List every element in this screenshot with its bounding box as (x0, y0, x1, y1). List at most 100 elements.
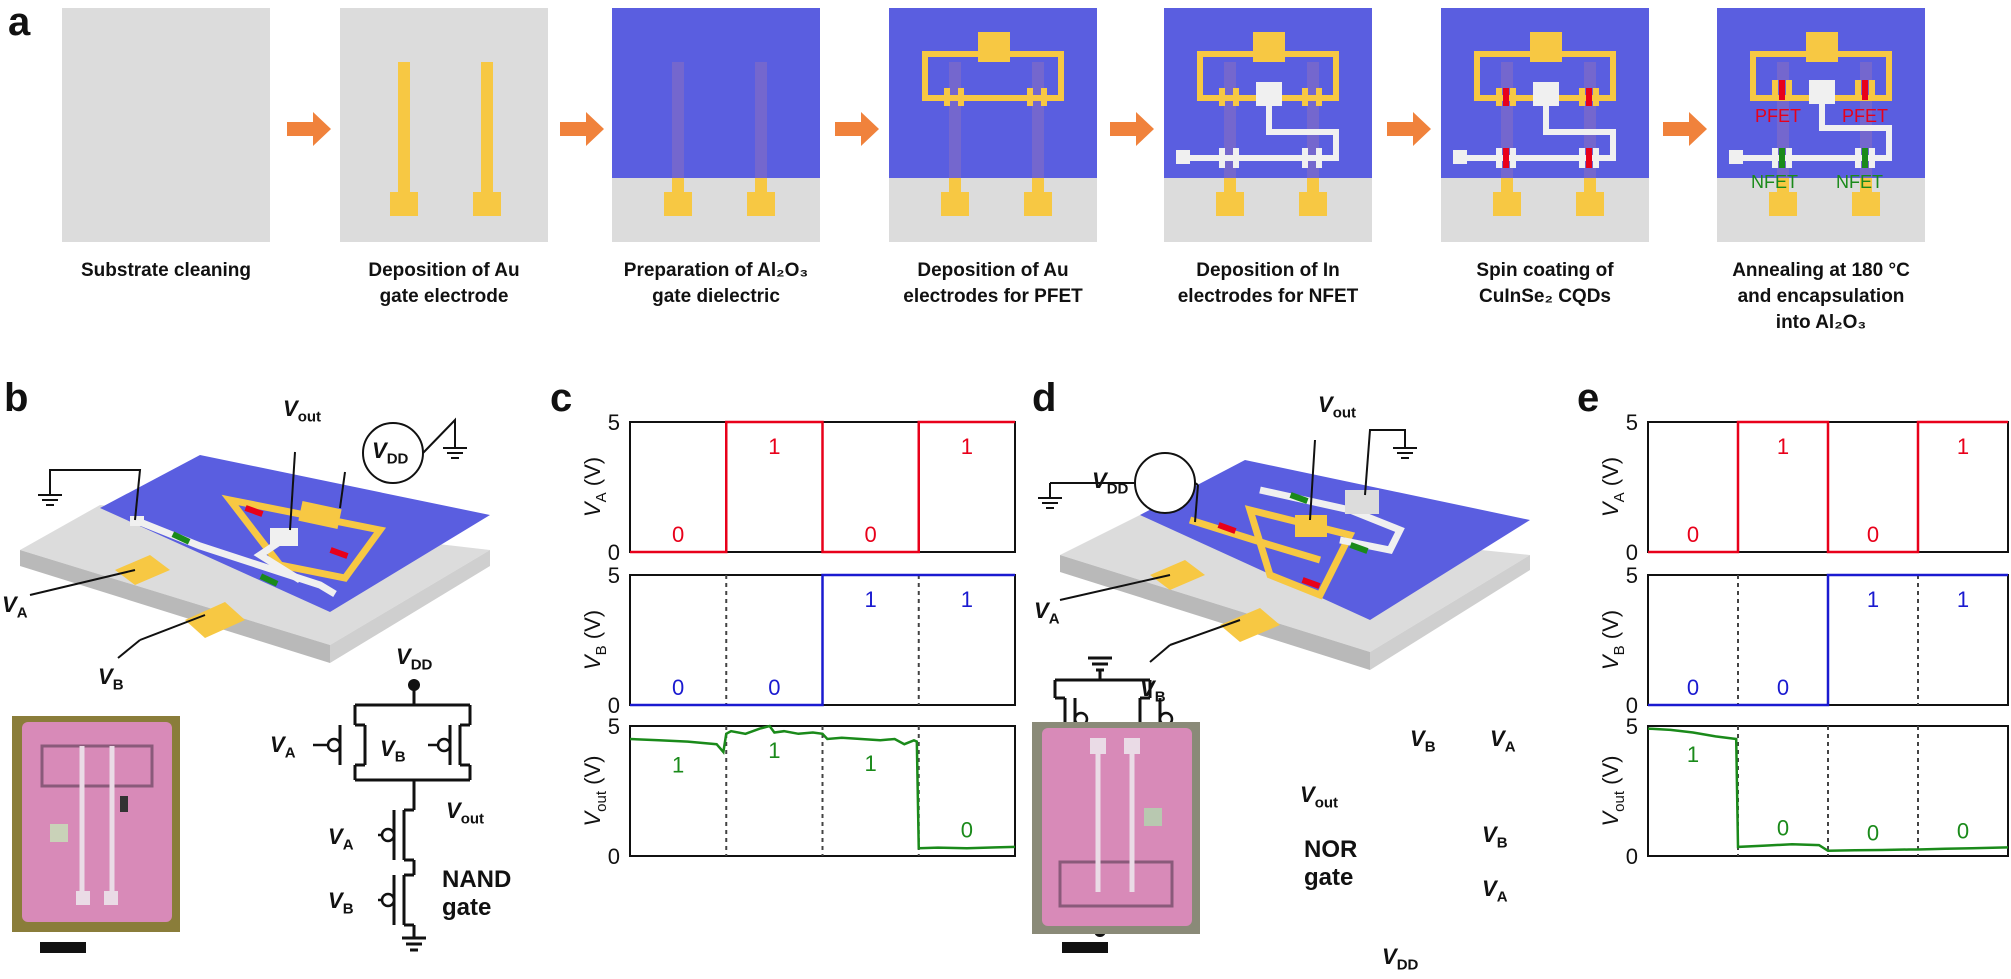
step-7-image (1717, 8, 1925, 242)
arrow-right-icon (1387, 112, 1431, 146)
arrow-right-icon (287, 112, 331, 146)
y-tick-label: 0 (608, 844, 620, 869)
series-line (1647, 727, 2009, 853)
panel-label-b: b (4, 376, 29, 420)
pfet-label-left: PFET (1755, 106, 1802, 126)
state-label: 0 (672, 675, 684, 700)
y-tick-label: 5 (1626, 410, 1638, 435)
panel-label-d: d (1032, 376, 1057, 420)
nor-va-pad-label: VA (1034, 598, 1060, 628)
state-label: 1 (768, 434, 780, 459)
nand-vb-pad-label: VB (98, 664, 124, 694)
step-5-image (1164, 8, 1372, 242)
state-label: 0 (865, 522, 877, 547)
nand-vdd-label: VDD (396, 644, 433, 674)
nor-va-lower-label: VA (1482, 876, 1508, 906)
nor-va-upper-label: VA (1490, 726, 1516, 756)
arrow-right-icon (835, 112, 879, 146)
state-label: 0 (768, 675, 780, 700)
state-label: 0 (1867, 522, 1879, 547)
panel-label-c: c (550, 376, 573, 420)
state-label: 1 (1867, 587, 1879, 612)
pfet-label-right: PFET (1842, 106, 1889, 126)
state-label: 1 (1687, 742, 1699, 767)
state-label: 1 (1957, 434, 1969, 459)
y-tick-label: 0 (608, 693, 620, 718)
state-label: 0 (1957, 819, 1969, 844)
state-label: 0 (1687, 522, 1699, 547)
y-axis-label: VB (V) (1598, 610, 1628, 670)
nand-va-pad-label: VA (2, 592, 28, 622)
nand-vb-input-label: VB (380, 736, 406, 766)
y-tick-label: 0 (1626, 540, 1638, 565)
state-label: 1 (961, 587, 973, 612)
state-label: 1 (768, 738, 780, 763)
state-label: 1 (672, 752, 684, 777)
nor-vb-lower-label: VB (1482, 822, 1508, 852)
nor-chip-photo (1032, 722, 1200, 934)
step-2-image (340, 8, 548, 242)
nor-vout-node-label: Vout (1300, 782, 1339, 812)
series-line (1648, 420, 2008, 554)
y-tick-label: 0 (608, 540, 620, 565)
step-1-caption: Substrate cleaning (81, 260, 251, 281)
nand-chip-photo (12, 716, 180, 932)
nand-vout-label: Vout (283, 396, 322, 426)
series-line (630, 573, 1015, 707)
series-line (629, 724, 1016, 850)
y-tick-label: 5 (1626, 563, 1638, 588)
nfet-label-left: NFET (1751, 172, 1798, 192)
subplot-2: 0 5 VB (V) 0 0 1 1 (580, 563, 1016, 718)
y-axis-label: Vout (V) (580, 756, 610, 827)
nfet-label-right: NFET (1836, 172, 1883, 192)
nor-vdd-label: VDD (1382, 944, 1419, 974)
state-label: 1 (865, 751, 877, 776)
y-axis-label: VA (V) (1598, 457, 1628, 517)
state-label: 1 (865, 587, 877, 612)
state-label: 0 (1867, 820, 1879, 845)
state-label: 0 (1777, 816, 1789, 841)
nand-vb-lower-label: VB (328, 888, 354, 918)
y-tick-label: 0 (1626, 693, 1638, 718)
y-tick-label: 5 (608, 714, 620, 739)
step-3-image (612, 8, 820, 242)
y-tick-label: 5 (1626, 714, 1638, 739)
arrow-right-icon (560, 112, 604, 146)
nor-vout-label: Vout (1318, 392, 1357, 422)
step-6-image (1441, 8, 1649, 242)
fabrication-steps-figure (62, 8, 1925, 242)
y-axis-label: VA (V) (580, 457, 610, 517)
subplot-2: 0 5 VB (V) 0 0 1 1 (1598, 563, 2009, 718)
y-axis-label: VB (V) (580, 610, 610, 670)
y-tick-label: 5 (608, 563, 620, 588)
nand-scale-bar (40, 942, 86, 953)
y-tick-label: 5 (608, 410, 620, 435)
arrow-right-icon (1110, 112, 1154, 146)
state-label: 0 (1777, 675, 1789, 700)
nand-vdd-bubble-label: VDD (372, 438, 409, 468)
panel-label-e: e (1577, 376, 1600, 420)
state-label: 0 (961, 818, 973, 843)
nor-scale-bar (1062, 942, 1108, 953)
series-line (1648, 573, 2008, 707)
series-line (630, 420, 1015, 554)
state-label: 1 (961, 434, 973, 459)
state-label: 1 (1957, 587, 1969, 612)
step-4-image (889, 8, 1097, 242)
state-label: 0 (1687, 675, 1699, 700)
nor-vdd-bubble-label: VDD (1092, 468, 1129, 498)
